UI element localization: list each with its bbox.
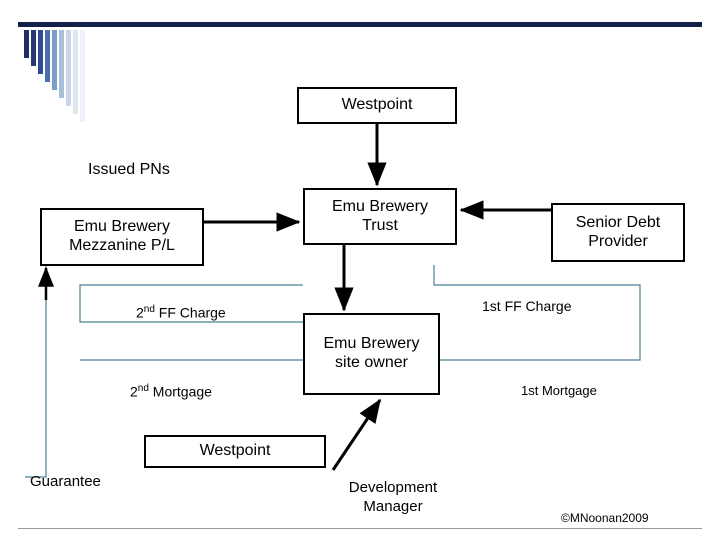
box-site-label: Emu Brewery site owner — [323, 335, 419, 373]
box-emu-brewery-site-owner[interactable]: Emu Brewery site owner — [303, 313, 440, 395]
box-mezzanine-line1: Emu Brewery — [73, 218, 171, 236]
label-2nd-mortgage: 2nd Mortgage — [130, 383, 212, 400]
bottom-divider-rule — [18, 528, 702, 529]
label-development-manager: Development Manager — [338, 479, 448, 517]
box-senior-label: Senior Debt Provider — [576, 214, 661, 252]
motif-bar — [66, 30, 71, 106]
motif-bar — [52, 30, 57, 90]
motif-bar — [80, 30, 85, 122]
label-guarantee: Guarantee — [30, 473, 101, 490]
label-2nd-ff-charge-num: 2 — [136, 304, 144, 321]
label-2nd-ff-charge-rest: FF Charge — [154, 304, 226, 321]
label-1st-ff-charge: 1st FF Charge — [482, 298, 572, 314]
box-trust-line1: Emu Brewery — [331, 197, 429, 215]
label-1st-mortgage: 1st Mortgage — [521, 383, 597, 398]
box-trust-line2: Trust — [362, 216, 398, 234]
box-westpoint-top[interactable]: Westpoint — [297, 87, 457, 124]
motif-bar — [73, 30, 78, 114]
box-senior-line2: Provider — [588, 232, 648, 250]
copyright-notice: ©MNoonan2009 — [561, 511, 649, 525]
motif-bar — [31, 30, 36, 66]
label-2nd-ff-charge-sup: nd — [143, 304, 155, 315]
box-emu-brewery-trust[interactable]: Emu Brewery Trust — [303, 188, 457, 245]
label-2nd-mortgage-sup: nd — [137, 383, 149, 394]
connector-guarantee-loop — [25, 266, 47, 478]
box-trust-label: Emu Brewery Trust — [332, 198, 428, 236]
motif-bar — [45, 30, 50, 82]
label-development-manager-line1: Development — [348, 479, 438, 496]
motif-bar — [38, 30, 43, 74]
label-development-manager-line2: Manager — [363, 497, 423, 515]
motif-bar — [59, 30, 64, 98]
label-2nd-mortgage-rest: Mortgage — [148, 383, 212, 400]
box-westpoint-development-manager[interactable]: Westpoint — [144, 435, 326, 468]
box-mezzanine-label: Emu Brewery Mezzanine P/L — [69, 218, 175, 256]
box-mezzanine-line2: Mezzanine P/L — [69, 237, 175, 254]
box-senior-debt-provider[interactable]: Senior Debt Provider — [551, 203, 685, 262]
arrow-dm-to-site — [331, 398, 382, 471]
top-divider-rule — [18, 22, 702, 27]
box-site-line1: Emu Brewery — [323, 335, 420, 353]
label-2nd-ff-charge: 2nd FF Charge — [136, 304, 226, 321]
motif-bar — [24, 30, 29, 58]
box-senior-line1: Senior Debt — [575, 213, 661, 231]
label-issued-pns: Issued PNs — [88, 161, 170, 178]
label-2nd-mortgage-num: 2 — [130, 383, 138, 400]
box-westpoint-top-label: Westpoint — [341, 96, 413, 114]
box-westpoint-dm-label: Westpoint — [199, 442, 271, 460]
box-emu-brewery-mezzanine[interactable]: Emu Brewery Mezzanine P/L — [40, 208, 204, 266]
box-site-line2: site owner — [335, 354, 408, 371]
